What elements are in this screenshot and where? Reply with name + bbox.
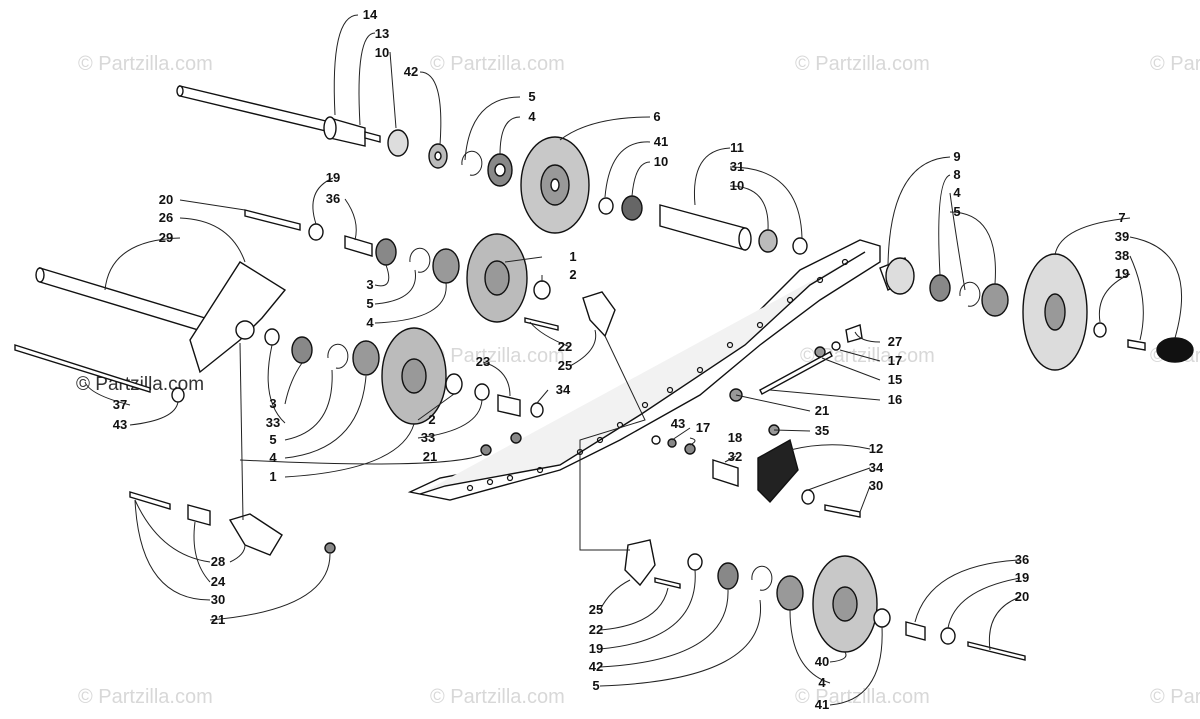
callout-labels: 14 13 10 42 5 4 6 41 10 11 31 10 9 8 4 5… — [113, 7, 1129, 712]
watermark: © Partzilla.com — [1150, 53, 1200, 75]
callout-label: 4 — [818, 675, 826, 690]
callout-label: 29 — [159, 230, 173, 245]
callout-label: 5 — [953, 204, 960, 219]
callout-label: 1 — [569, 249, 576, 264]
callout-label: 9 — [953, 149, 960, 164]
callout-label: 39 — [1115, 229, 1129, 244]
callout-label: 35 — [815, 423, 829, 438]
callout-label: 17 — [888, 353, 902, 368]
callout-label: 22 — [558, 339, 572, 354]
callout-label: 28 — [211, 554, 225, 569]
leader-lines — [84, 14, 1182, 706]
callout-label: 23 — [476, 354, 490, 369]
watermarks: © Partzilla.com © Partzilla.com © Partzi… — [76, 53, 1200, 708]
callout-label: 37 — [113, 397, 127, 412]
callout-label: 42 — [589, 659, 603, 674]
top-cross-shaft — [176, 85, 381, 147]
callout-label: 3 — [366, 277, 373, 292]
rear-right-wheel-assembly — [879, 253, 1194, 371]
callout-label: 18 — [728, 430, 742, 445]
callout-label: 3 — [269, 396, 276, 411]
left-arm-assembly — [14, 261, 287, 403]
callout-label: 25 — [558, 358, 572, 373]
callout-label: 4 — [269, 450, 277, 465]
callout-label: 8 — [953, 167, 960, 182]
callout-label: 20 — [1015, 589, 1029, 604]
watermark: © Partzilla.com — [800, 345, 935, 367]
callout-label: 30 — [211, 592, 225, 607]
callout-label: 21 — [423, 449, 437, 464]
watermark: © Partzilla.com — [78, 686, 213, 708]
callout-label: 21 — [815, 403, 829, 418]
callout-label: 21 — [211, 612, 225, 627]
callout-label: 4 — [528, 109, 536, 124]
watermark: © Partzilla.com — [430, 345, 565, 367]
callout-label: 43 — [671, 416, 685, 431]
callout-label: 34 — [556, 382, 571, 397]
callout-label: 2 — [428, 412, 435, 427]
callout-label: 26 — [159, 210, 173, 225]
callout-label: 17 — [696, 420, 710, 435]
callout-label: 41 — [815, 697, 829, 712]
watermark: © Partzilla.com — [430, 53, 565, 75]
callout-label: 4 — [366, 315, 374, 330]
callout-label: 4 — [953, 185, 961, 200]
watermark: © Partzilla.com — [430, 686, 565, 708]
callout-label: 43 — [113, 417, 127, 432]
callout-label: 19 — [326, 170, 340, 185]
callout-label: 5 — [592, 678, 599, 693]
callout-label: 14 — [363, 7, 378, 22]
watermark: © Partzilla.com — [795, 53, 930, 75]
callout-label: 30 — [869, 478, 883, 493]
lower-wheel-assembly — [624, 539, 1026, 661]
callout-label: 19 — [1115, 266, 1129, 281]
lower-left-bracket — [129, 491, 336, 556]
callout-label: 11 — [730, 140, 744, 155]
slide-rail — [407, 239, 881, 501]
callout-label: 19 — [1015, 570, 1029, 585]
callout-label: 24 — [211, 574, 226, 589]
callout-label: 36 — [326, 191, 340, 206]
callout-label: 13 — [375, 26, 389, 41]
top-row-parts — [387, 129, 808, 255]
callout-label: 10 — [654, 154, 668, 169]
callout-label: 5 — [269, 432, 276, 447]
callout-label: 10 — [375, 45, 389, 60]
callout-label: 41 — [654, 134, 668, 149]
callout-label: 33 — [421, 430, 435, 445]
callout-label: 22 — [589, 622, 603, 637]
middle-wheel-assembly — [244, 209, 551, 425]
watermark: © Partzilla.com — [78, 53, 213, 75]
watermark: © Partzilla.com — [795, 686, 930, 708]
callout-label: 32 — [728, 449, 742, 464]
callout-label: 42 — [404, 64, 418, 79]
callout-label: 27 — [888, 334, 902, 349]
callout-label: 25 — [589, 602, 603, 617]
callout-label: 36 — [1015, 552, 1029, 567]
callout-label: 40 — [815, 654, 829, 669]
callout-label: 38 — [1115, 248, 1129, 263]
callout-label: 20 — [159, 192, 173, 207]
callout-label: 33 — [266, 415, 280, 430]
callout-label: 5 — [366, 296, 373, 311]
callout-label: 10 — [730, 178, 744, 193]
callout-label: 12 — [869, 441, 883, 456]
callout-label: 31 — [730, 159, 744, 174]
callout-label: 2 — [569, 267, 576, 282]
callout-label: 7 — [1118, 210, 1125, 225]
callout-label: 6 — [653, 109, 660, 124]
callout-label: 34 — [869, 460, 884, 475]
watermark: © Partzilla.com — [1150, 686, 1200, 708]
callout-label: 15 — [888, 372, 902, 387]
callout-label: 16 — [888, 392, 902, 407]
callout-label: 5 — [528, 89, 535, 104]
callout-label: 19 — [589, 641, 603, 656]
callout-label: 1 — [269, 469, 276, 484]
